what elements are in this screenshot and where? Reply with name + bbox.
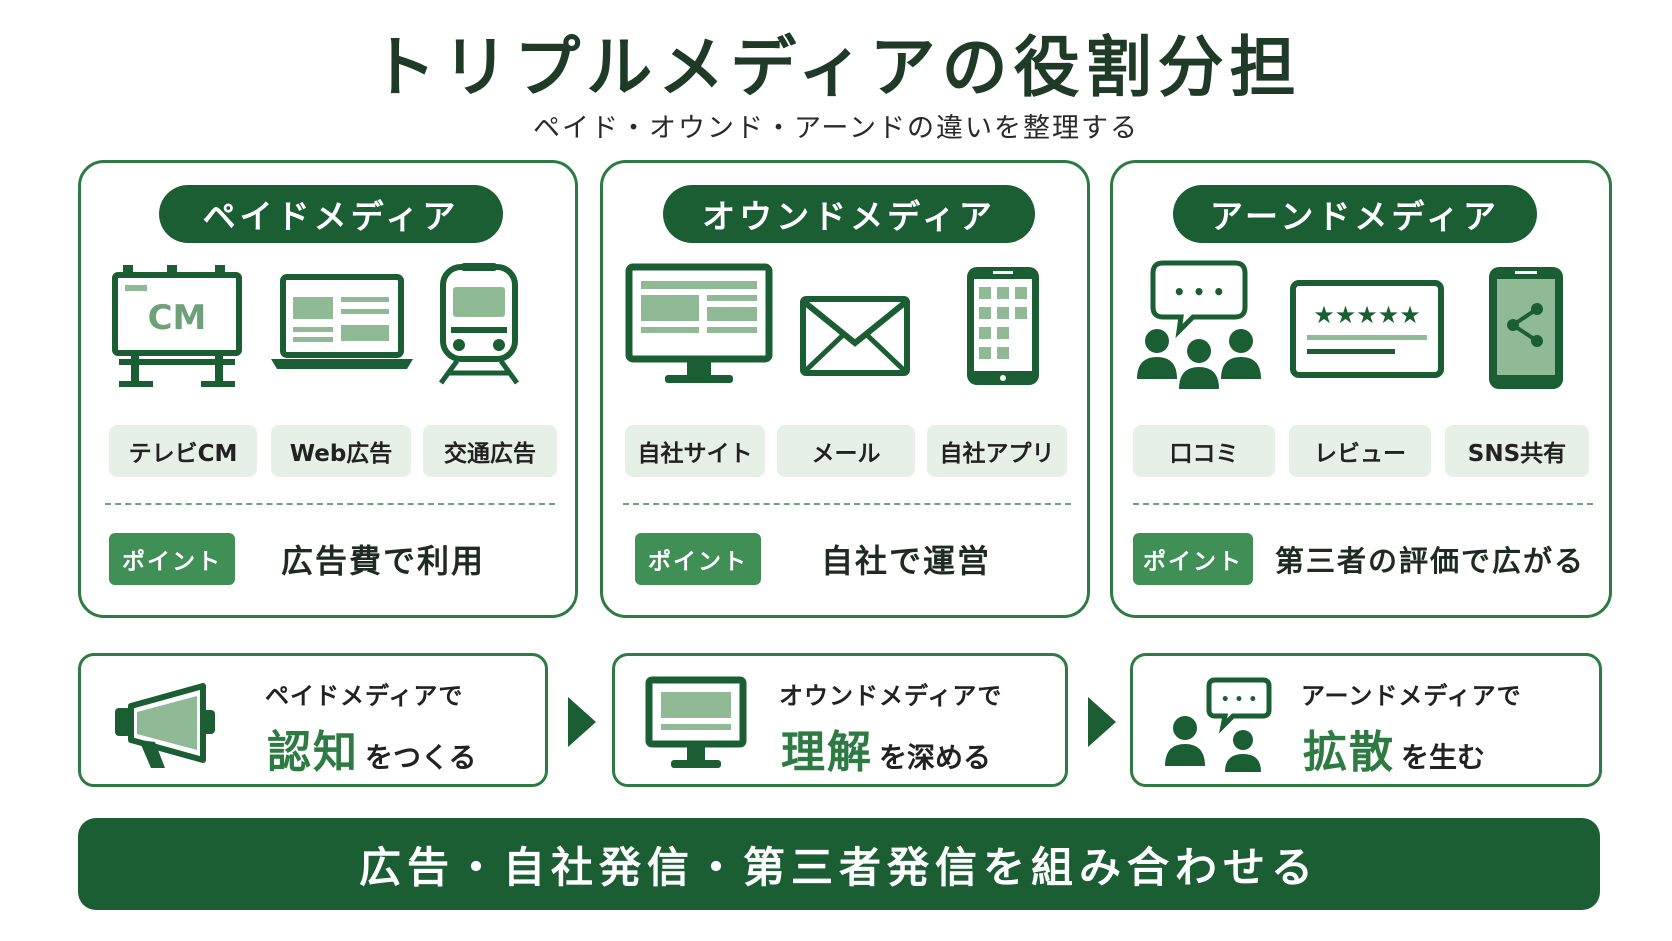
- billboard-icon: CM: [112, 265, 242, 387]
- earned-media-title: アーンドメディア: [1173, 185, 1537, 243]
- flow-step-spread: • • • アーンドメディアで 拡散を生む: [1130, 653, 1602, 787]
- example-label: レビュー: [1289, 425, 1431, 477]
- paid-media-title: ペイドメディア: [159, 185, 503, 243]
- example-label: 自社アプリ: [927, 425, 1067, 477]
- paid-media-icons: CM: [81, 263, 575, 398]
- billboard-text: CM: [148, 298, 207, 338]
- point-badge: ポイント: [1133, 533, 1253, 585]
- example-label: 交通広告: [423, 425, 557, 477]
- chat-dots: • • •: [1221, 692, 1258, 708]
- flow-rest-text: を生む: [1401, 741, 1486, 774]
- flow-keyword: 理解: [781, 727, 873, 778]
- flow-arrow-icon: [568, 697, 596, 747]
- page-subtitle: ペイド・オウンド・アーンドの違いを整理する: [532, 113, 1140, 144]
- flow-pre-text: アーンドメディアで: [1301, 682, 1522, 710]
- earned-media-examples: 口コミ レビュー SNS共有: [1113, 425, 1609, 477]
- laptop-icon: [271, 274, 413, 369]
- page-title: トリプルメディアの役割分担: [370, 29, 1302, 106]
- monitor-icon: [645, 676, 747, 768]
- share-phone-icon: [1489, 267, 1563, 389]
- envelope-icon: [800, 296, 910, 376]
- example-label: Web広告: [271, 425, 411, 477]
- earned-media-icons: • • • ★★★★★: [1113, 260, 1609, 398]
- flow-rest-text: をつくる: [365, 741, 477, 774]
- people-chat-icon: • • •: [1165, 677, 1272, 772]
- paid-media-examples: テレビCM Web広告 交通広告: [81, 425, 575, 477]
- owned-media-card: オウンドメディア 自社サイト メール 自社アプ: [600, 160, 1090, 618]
- flow-keyword: 拡散: [1303, 727, 1395, 778]
- flow-main-text: 理解を深める: [781, 716, 991, 780]
- point-text: 自社で運営: [821, 542, 992, 580]
- chat-people-icon: • • •: [1137, 260, 1261, 389]
- example-label: メール: [777, 425, 915, 477]
- point-text: 広告費で利用: [281, 542, 486, 580]
- divider: [105, 503, 555, 505]
- flow-rest-text: を深める: [879, 741, 992, 774]
- owned-media-examples: 自社サイト メール 自社アプリ: [603, 425, 1087, 477]
- flow-step-understanding: オウンドメディアで 理解を深める: [612, 653, 1068, 787]
- point-badge: ポイント: [109, 533, 235, 585]
- chat-dots: • • •: [1173, 280, 1225, 304]
- flow-pre-text: ペイドメディアで: [265, 682, 464, 710]
- example-label: 自社サイト: [625, 425, 765, 477]
- flow-main-text: 認知をつくる: [267, 716, 476, 780]
- review-stars: ★★★★★: [1313, 301, 1421, 329]
- example-label: テレビCM: [109, 425, 257, 477]
- flow-step-awareness: ペイドメディアで 認知をつくる: [78, 653, 548, 787]
- example-label: SNS共有: [1445, 425, 1589, 477]
- point-badge: ポイント: [635, 533, 761, 585]
- flow-main-text: 拡散を生む: [1303, 716, 1485, 780]
- divider: [1133, 503, 1593, 505]
- owned-media-icons: [603, 263, 1087, 398]
- review-stars-icon: ★★★★★: [1290, 280, 1444, 378]
- flow-keyword: 認知: [267, 727, 359, 778]
- owned-media-title: オウンドメディア: [663, 185, 1035, 243]
- train-icon: [438, 263, 520, 385]
- point-text: 第三者の評価で広がる: [1275, 544, 1586, 578]
- monitor-icon: [625, 263, 773, 383]
- paid-media-card: ペイドメディア CM テレビCM Web広: [78, 160, 578, 618]
- flow-arrow-icon: [1088, 697, 1116, 747]
- divider: [623, 503, 1071, 505]
- flow-pre-text: オウンドメディアで: [779, 682, 1003, 710]
- megaphone-icon: [115, 683, 215, 768]
- example-label: 口コミ: [1133, 425, 1275, 477]
- summary-banner: 広告・自社発信・第三者発信を組み合わせる: [78, 818, 1600, 910]
- earned-media-card: アーンドメディア • • • ★★★★★ 口コミ レビュー SNS共有 ポイント…: [1110, 160, 1612, 618]
- smartphone-apps-icon: [967, 267, 1039, 385]
